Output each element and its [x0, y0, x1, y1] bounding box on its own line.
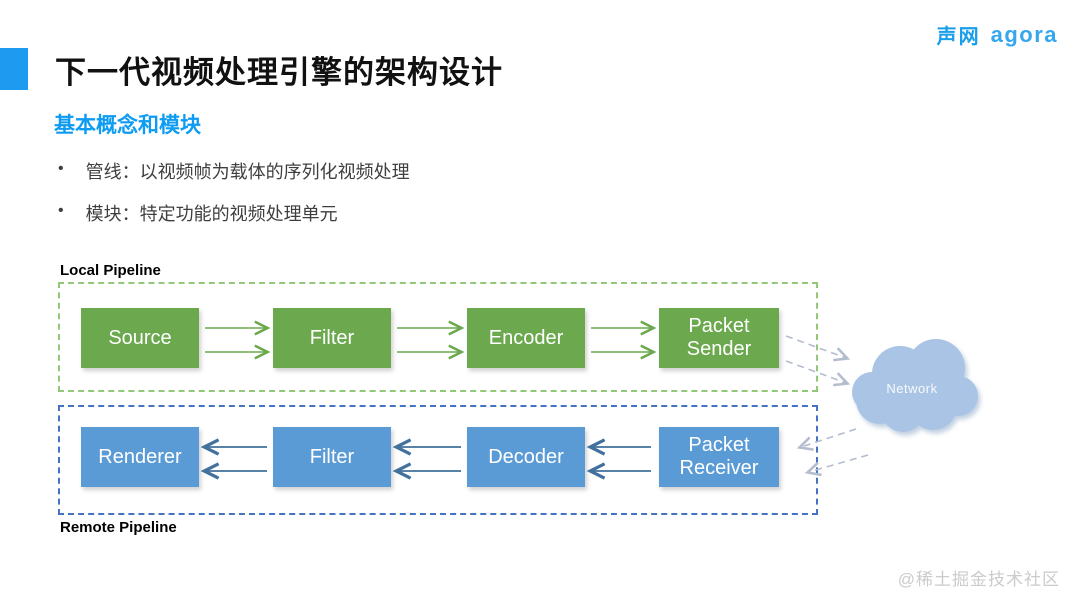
bullet-item-module: • 模块：特定功能的视频处理单元 — [58, 200, 410, 226]
module-renderer: Renderer — [81, 427, 199, 487]
bullet-dot: • — [58, 160, 64, 177]
bullet-item-pipeline: • 管线：以视频帧为载体的序列化视频处理 — [58, 158, 410, 184]
module-filter-remote: Filter — [273, 427, 391, 487]
section-subtitle: 基本概念和模块 — [54, 114, 201, 137]
module-source: Source — [81, 308, 199, 368]
agora-logo: 声网 agora — [937, 20, 1058, 49]
module-decoder: Decoder — [467, 427, 585, 487]
title-accent-square — [0, 48, 28, 90]
remote-pipeline-label: Remote Pipeline — [60, 519, 177, 536]
logo-cn-text: 声网 — [936, 26, 981, 48]
watermark: @稀土掘金技术社区 — [897, 570, 1060, 589]
page-title: 下一代视频处理引擎的架构设计 — [55, 55, 503, 90]
bullet-text: 模块：特定功能的视频处理单元 — [85, 204, 338, 224]
local-pipeline-label: Local Pipeline — [60, 262, 161, 279]
network-label: Network — [886, 381, 938, 396]
module-filter-local: Filter — [273, 308, 391, 368]
bullet-text: 管线：以视频帧为载体的序列化视频处理 — [85, 162, 410, 182]
module-packet-sender: Packet Sender — [659, 308, 779, 368]
bullet-dot: • — [58, 202, 64, 219]
module-encoder: Encoder — [467, 308, 585, 368]
bullet-list: • 管线：以视频帧为载体的序列化视频处理 • 模块：特定功能的视频处理单元 — [58, 158, 410, 242]
logo-en-text: agora — [990, 21, 1058, 47]
module-packet-receiver: Packet Receiver — [659, 427, 779, 487]
